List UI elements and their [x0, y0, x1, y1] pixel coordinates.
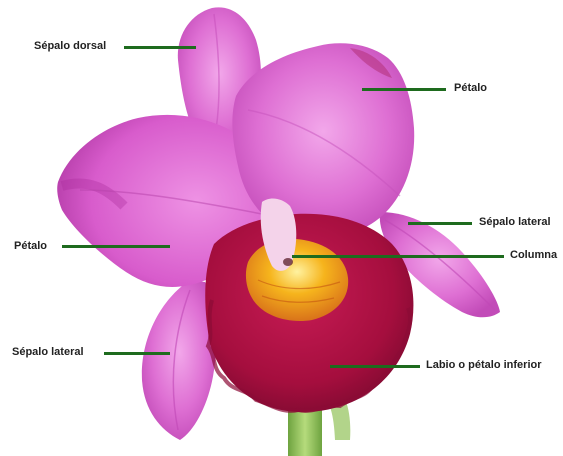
leader-dorsal-sepal — [124, 46, 196, 49]
leader-petal-left — [62, 245, 170, 248]
label-petal-right: Pétalo — [454, 82, 487, 95]
leader-lip — [330, 365, 420, 368]
leader-petal-right — [362, 88, 446, 91]
label-column: Columna — [510, 249, 557, 262]
label-lateral-sepal-right: Sépalo lateral — [479, 216, 551, 229]
leader-lateral-sepal-right — [408, 222, 472, 225]
label-petal-left: Pétalo — [14, 240, 47, 253]
label-lip: Labio o pétalo inferior — [426, 359, 542, 372]
label-lateral-sepal-left: Sépalo lateral — [12, 346, 84, 359]
label-dorsal-sepal: Sépalo dorsal — [34, 40, 106, 53]
leader-column — [292, 255, 504, 258]
leader-lateral-sepal-left — [104, 352, 170, 355]
